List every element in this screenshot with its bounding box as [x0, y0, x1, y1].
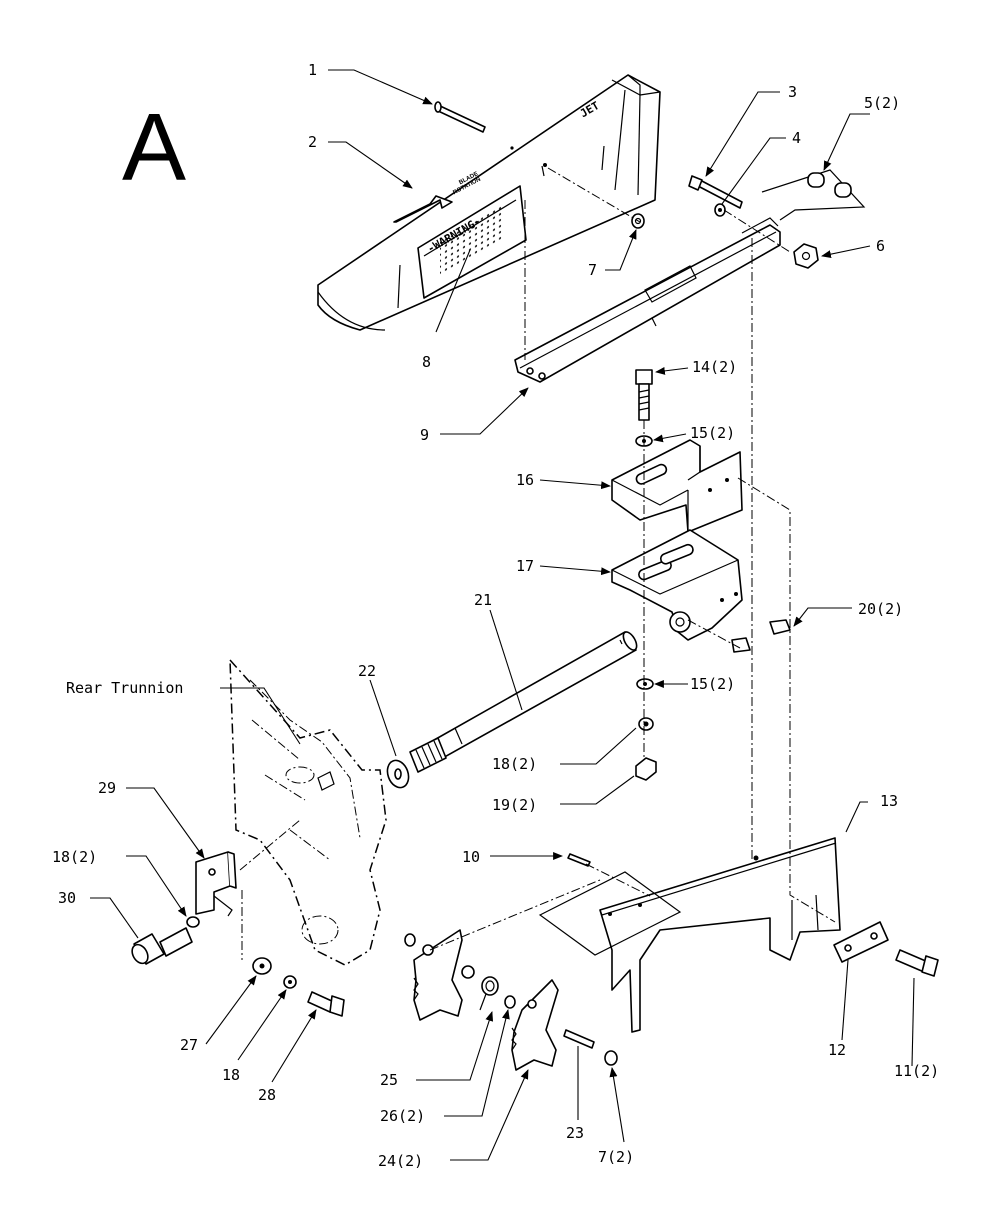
label-part-12: 12	[828, 1041, 846, 1059]
figure-letter: A	[122, 94, 186, 201]
label-part-5: 5(2)	[864, 94, 900, 112]
label-rear-trunnion: Rear Trunnion	[66, 679, 183, 697]
label-part-28: 28	[258, 1086, 276, 1104]
part-14-bolt	[635, 369, 653, 421]
label-part-22: 22	[358, 662, 376, 680]
label-part-24: 24(2)	[378, 1152, 423, 1170]
label-part-27: 27	[180, 1036, 198, 1054]
part-13-splitter	[538, 837, 841, 1033]
part-18-washer-trunnion	[186, 916, 200, 928]
label-part-8: 8	[422, 353, 431, 371]
label-part-29: 29	[98, 779, 116, 797]
part-25-spring	[479, 976, 499, 1011]
bracket-17	[611, 529, 743, 641]
label-part-20: 20(2)	[858, 600, 903, 618]
part-7-nut-right	[604, 1050, 618, 1066]
bracket-16	[611, 439, 743, 533]
blade-rotation-arrow-icon	[393, 195, 453, 223]
label-part-13: 13	[880, 792, 898, 810]
part-30-bolt	[131, 927, 193, 965]
centerlines	[239, 167, 836, 960]
label-part-23: 23	[566, 1124, 584, 1142]
callouts: 1 2 3 4 5(2) 6 7 8 9 10 11(2) 12 13 14(2…	[52, 61, 939, 1170]
label-part-4: 4	[792, 129, 801, 147]
part-4-washer	[714, 203, 726, 217]
guard-support-arm	[514, 217, 781, 383]
label-part-9: 9	[420, 426, 429, 444]
part-19-nut	[635, 757, 657, 781]
blade-guard: JET BLADE ROTATION -WARNING-	[317, 74, 661, 331]
part-12-plate	[833, 921, 889, 963]
label-part-14: 14(2)	[692, 358, 737, 376]
label-part-15-upper: 15(2)	[690, 424, 735, 442]
label-part-26: 26(2)	[380, 1107, 425, 1125]
label-part-25: 25	[380, 1071, 398, 1089]
label-part-15-lower: 15(2)	[690, 675, 735, 693]
part-24-pawl-left	[413, 929, 463, 1021]
label-part-16: 16	[516, 471, 534, 489]
part-23-pin	[563, 1029, 595, 1049]
part-20-set-screws	[731, 619, 791, 653]
part-24-pawl-right	[511, 979, 559, 1071]
label-part-18-shaft: 18(2)	[492, 755, 537, 773]
label-part-30: 30	[58, 889, 76, 907]
label-part-19: 19(2)	[492, 796, 537, 814]
part-11-bolt	[895, 949, 939, 977]
label-part-2: 2	[308, 133, 317, 151]
label-part-3: 3	[788, 83, 797, 101]
label-part-18-b: 18	[222, 1066, 240, 1084]
part-29-bracket	[195, 851, 237, 917]
part-28-bolt	[307, 991, 345, 1017]
part-26-spacer-b	[504, 995, 516, 1009]
part-26-spacer-a	[461, 965, 475, 979]
label-part-21: 21	[474, 591, 492, 609]
label-part-10: 10	[462, 848, 480, 866]
label-part-11: 11(2)	[894, 1062, 939, 1080]
part-5-spacers	[761, 169, 866, 221]
part-7-nut-left	[404, 933, 416, 947]
label-part-18-trunnion: 18(2)	[52, 848, 97, 866]
label-part-7-pawl: 7(2)	[598, 1148, 634, 1166]
rear-trunnion	[229, 657, 387, 966]
label-part-7: 7	[588, 261, 597, 279]
part-1-pin	[434, 101, 486, 133]
label-part-6: 6	[876, 237, 885, 255]
part-22-washer	[386, 759, 410, 789]
part-3-bolt	[688, 175, 743, 209]
part-10-pin	[567, 853, 591, 867]
part-6-nut	[793, 243, 819, 269]
label-part-1: 1	[308, 61, 317, 79]
part-21-shaft	[409, 631, 638, 773]
label-part-17: 17	[516, 557, 534, 575]
